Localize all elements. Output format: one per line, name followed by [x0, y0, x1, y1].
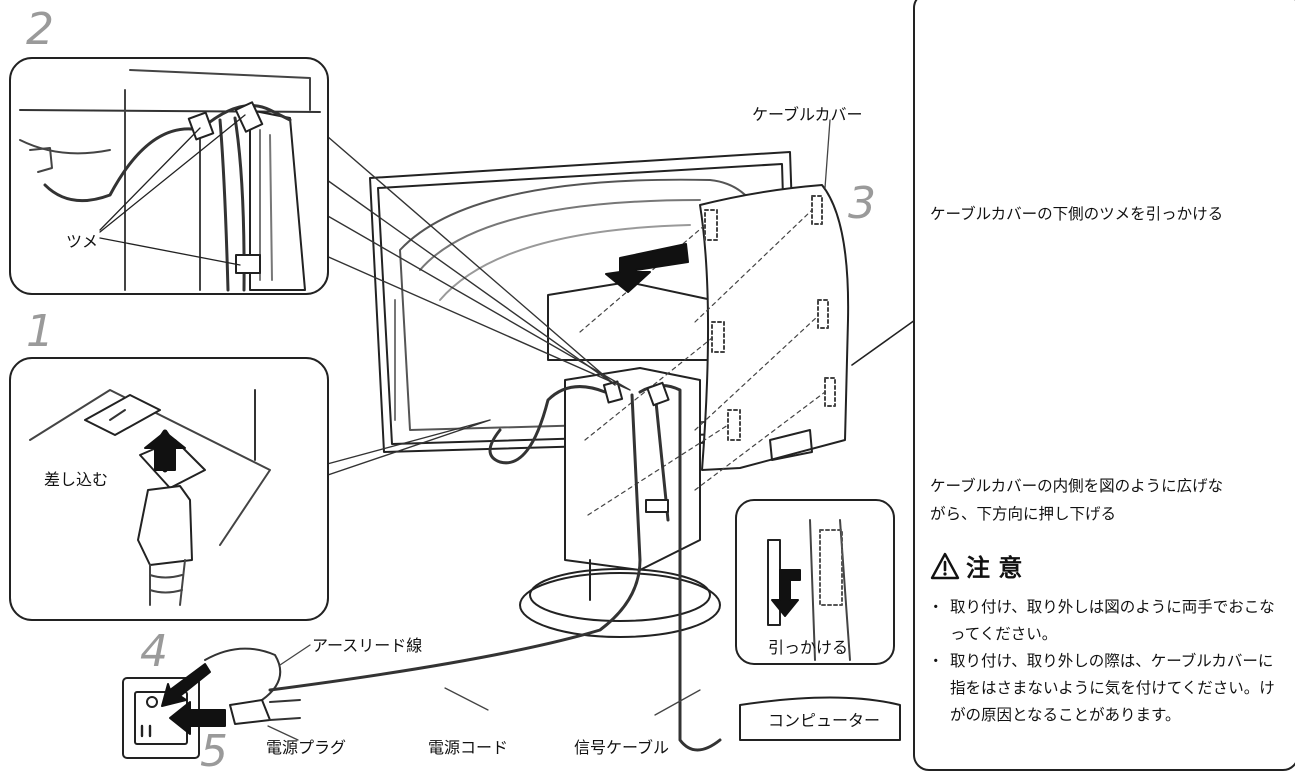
label-tsume: ツメ	[66, 232, 99, 251]
label-earth-lead: アースリード線	[312, 636, 423, 655]
caution-item: 取り付け、取り外しの際は、ケーブルカバーに指をはさまないように気を付けてください…	[928, 648, 1280, 729]
inset-hook	[735, 499, 895, 665]
caution-item: 取り付け、取り外しは図のように両手でおこなってください。	[928, 594, 1280, 648]
step-2-number: 2	[26, 4, 54, 55]
step-1-number: 1	[26, 306, 54, 357]
caution-heading: 注 意	[930, 548, 1022, 583]
label-power-plug: 電源プラグ	[266, 738, 347, 757]
plug-arrow-icon	[169, 701, 226, 735]
label-sashikomu: 差し込む	[44, 470, 109, 489]
label-signal-cable: 信号ケーブル	[574, 738, 670, 757]
label-computer: コンピューター	[768, 711, 881, 730]
inset-1	[9, 357, 329, 621]
label-power-cord: 電源コード	[428, 738, 509, 757]
step-4-number: 4	[140, 626, 168, 677]
step-5-number: 5	[200, 726, 228, 777]
inset-2	[9, 57, 329, 295]
warning-icon	[930, 552, 960, 579]
stand-base	[519, 568, 721, 638]
up-arrow-icon	[144, 431, 186, 471]
earth-arrow-icon	[161, 663, 211, 707]
caution-title: 注 意	[966, 554, 1023, 582]
label-cable-cover: ケーブルカバー	[752, 105, 863, 124]
panel-caption-2-line-1: ケーブルカバーの内側を図のように広げな	[930, 477, 1224, 495]
caution-list: 取り付け、取り外しは図のように両手でおこなってください。 取り付け、取り外しの際…	[928, 594, 1280, 729]
down-arrow-icon	[605, 243, 689, 293]
panel-caption-1: ケーブルカバーの下側のツメを引っかける	[930, 205, 1224, 223]
panel-caption-2-line-2: がら、下方向に押し下げる	[930, 505, 1117, 523]
cable-cover	[699, 184, 850, 471]
label-hikkakeru: 引っかける	[768, 638, 849, 657]
step-3-number: 3	[848, 178, 876, 229]
computer-box	[739, 696, 901, 741]
stand-neck	[547, 281, 713, 601]
